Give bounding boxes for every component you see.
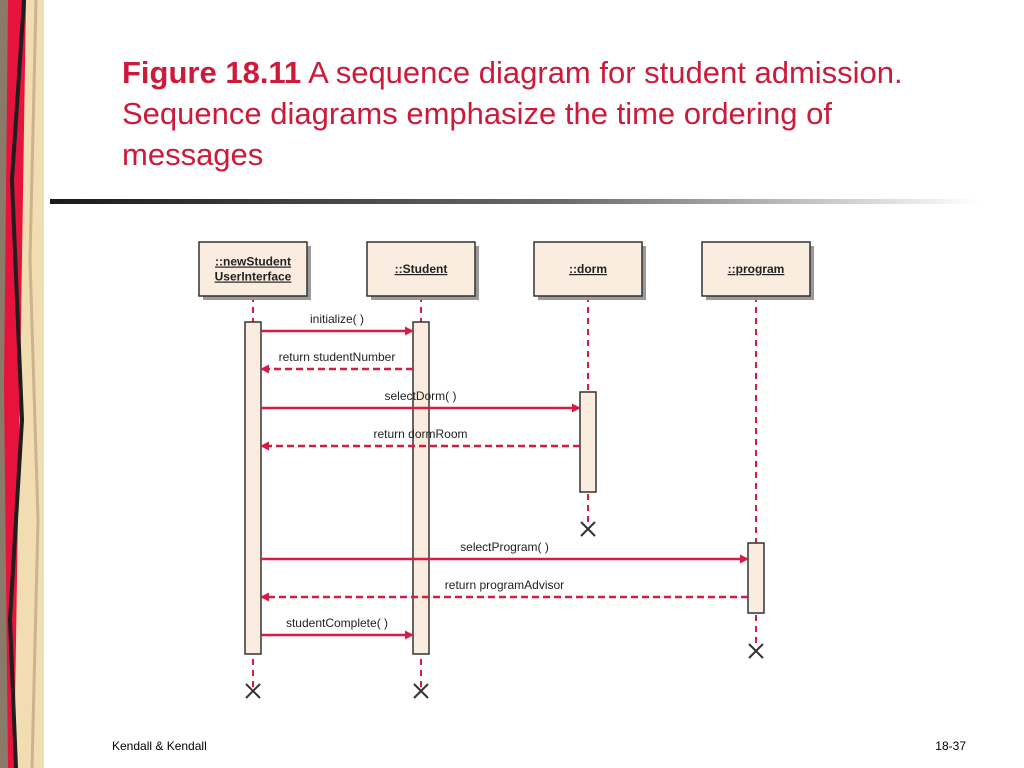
- object-label-ui: ::newStudent: [215, 255, 291, 269]
- figure-caption: A sequence diagram for student admission…: [122, 55, 903, 172]
- destroy-x-icon-ui: [245, 683, 261, 699]
- message-label-6: return programAdvisor: [445, 578, 564, 592]
- message-label-1: initialize( ): [310, 312, 364, 326]
- destroy-x-icon-dorm: [580, 521, 596, 537]
- footer-page-number: 18-37: [935, 739, 966, 753]
- object-label-ui: UserInterface: [215, 270, 292, 284]
- object-label-student: ::Student: [395, 262, 448, 276]
- activation-bar-student: [412, 321, 430, 655]
- object-label-program: ::program: [728, 262, 785, 276]
- object-label-dorm: ::dorm: [569, 262, 607, 276]
- message-label-2: return studentNumber: [279, 350, 396, 364]
- slide-title: Figure 18.11 A sequence diagram for stud…: [122, 52, 942, 175]
- object-box-student: ::Student: [366, 241, 479, 300]
- object-box-dorm: ::dorm: [533, 241, 646, 300]
- activation-bar-ui: [244, 321, 262, 655]
- destroy-x-icon-program: [748, 643, 764, 659]
- left-decorative-band: [0, 0, 44, 768]
- activation-bar-dorm: [579, 391, 597, 493]
- object-box-program: ::program: [701, 241, 814, 300]
- activation-bar-program: [747, 542, 765, 614]
- message-label-7: studentComplete( ): [286, 616, 388, 630]
- title-divider: [50, 199, 980, 204]
- destroy-x-icon-student: [413, 683, 429, 699]
- message-label-5: selectProgram( ): [460, 540, 549, 554]
- message-label-4: return dormRoom: [373, 427, 467, 441]
- message-label-3: selectDorm( ): [384, 389, 456, 403]
- figure-label: Figure 18.11: [122, 55, 302, 90]
- footer-authors: Kendall & Kendall: [112, 739, 207, 753]
